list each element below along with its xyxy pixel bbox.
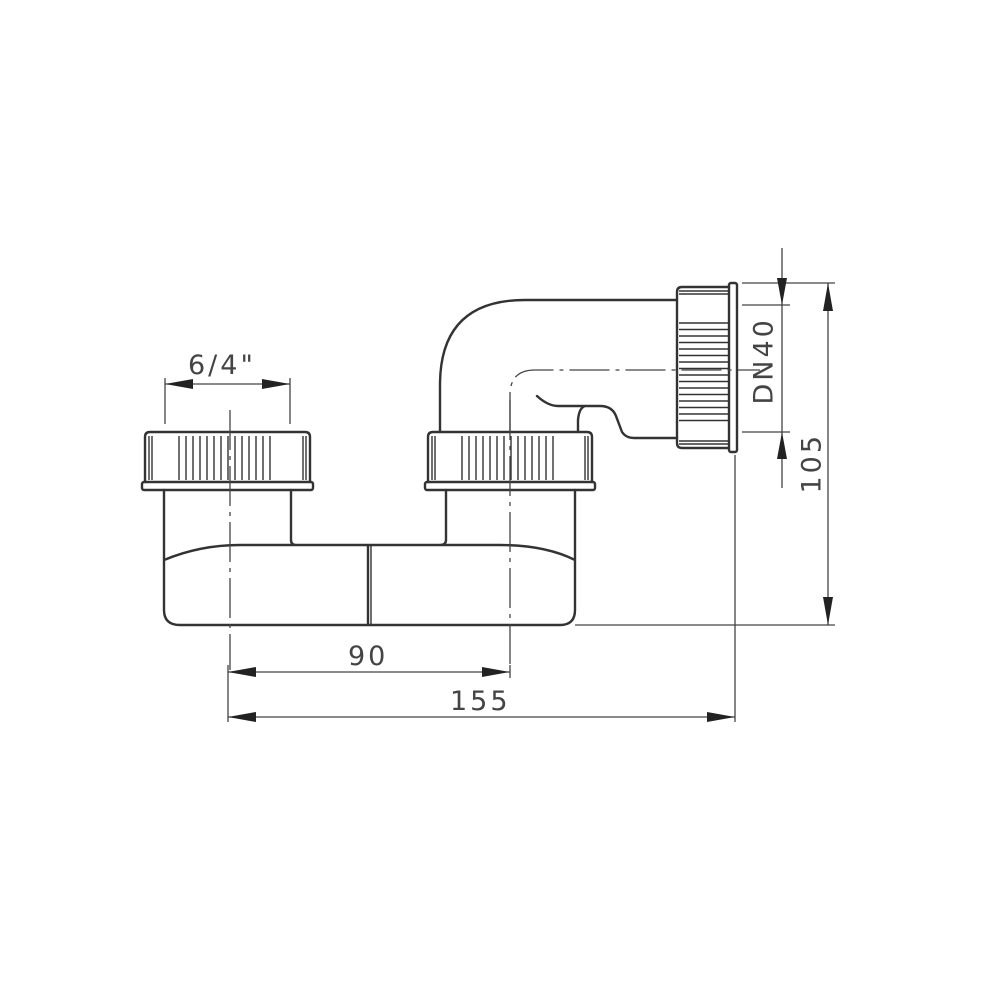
nut-ring <box>140 480 315 492</box>
label-155: 155 <box>450 686 511 717</box>
label-90: 90 <box>348 641 389 672</box>
left-nut <box>140 430 315 492</box>
elbow-pipe <box>438 298 679 434</box>
outlet-nut <box>675 285 731 450</box>
label-105: 105 <box>796 432 828 494</box>
elbow-inner <box>535 394 679 440</box>
centerline-elbow <box>509 369 760 432</box>
label-dn40: DN40 <box>748 317 780 405</box>
nut-body <box>143 430 312 484</box>
base-body <box>162 488 577 627</box>
arrowheads <box>165 379 290 389</box>
outlet-flange <box>727 281 739 454</box>
nut-body <box>675 285 731 450</box>
label-thread: 6/4" <box>188 350 256 381</box>
